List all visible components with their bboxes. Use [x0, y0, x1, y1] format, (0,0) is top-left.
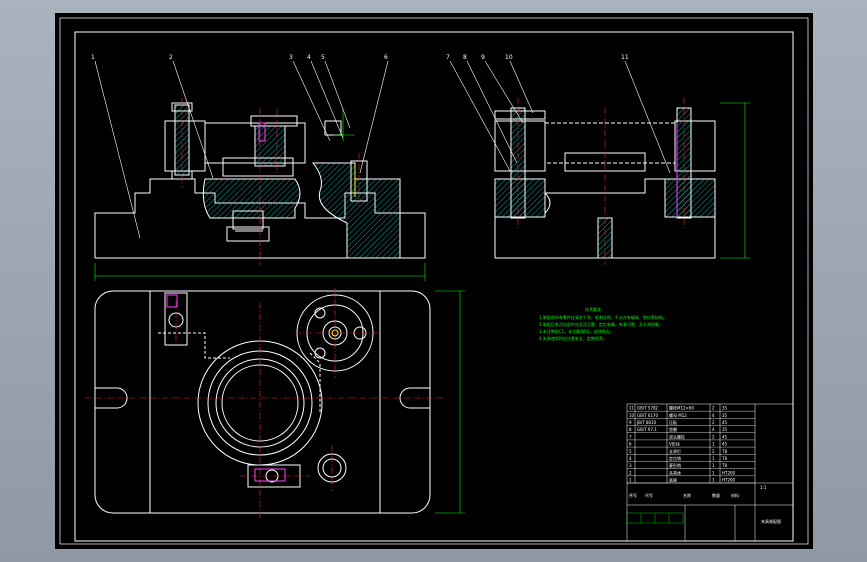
title-block-cell: 8 [629, 427, 632, 432]
title-block-cell: 9 [629, 420, 632, 425]
svg-text:7: 7 [446, 54, 450, 61]
sheet-inner-border [74, 31, 794, 542]
svg-text:10: 10 [505, 54, 513, 61]
top-view-accents [166, 294, 339, 482]
title-block-cell: 4 [712, 413, 715, 418]
title-block-cell: 2 [712, 420, 715, 425]
title-block-cell: 1 [712, 478, 715, 483]
leader-lines [94, 60, 671, 239]
cad-viewport[interactable]: 1 2 3 4 5 6 7 8 9 10 11 技术要求 1.装配前所有零件应清… [55, 13, 813, 549]
title-block-cell: 35 [722, 406, 728, 411]
svg-text:代号: 代号 [645, 492, 653, 498]
sheet-outer-border [59, 17, 809, 545]
title-block-cell: 1 [712, 470, 715, 475]
title-block-cell: 2 [712, 434, 715, 439]
title-block-cell: 45 [722, 442, 728, 447]
title-block-cell: 菱形销 [669, 462, 681, 468]
title-block-cell: 1 [629, 478, 632, 483]
title-block-cell: 压板 [669, 419, 677, 425]
svg-text:数量: 数量 [712, 492, 720, 498]
title-block-cell: 定位销 [669, 455, 681, 461]
title-block-cell: GB/T 6170 [637, 413, 659, 418]
title-block-cell: HT200 [722, 470, 736, 475]
title-block-cell: 垫圈 [669, 426, 677, 432]
title-block-cell: T8 [721, 449, 727, 454]
svg-text:3: 3 [289, 54, 293, 61]
technical-requirements: 技术要求 1.装配前所有零件应清洗干净，毛刺去除，不允许有磕碰、划伤等缺陷。 2… [539, 306, 667, 341]
title-block-cell: 45 [722, 434, 728, 439]
front-view-dimension [94, 109, 426, 281]
title-block-cell: 螺栓M12×60 [669, 405, 694, 411]
title-block-cell: GB/T 5782 [637, 406, 659, 411]
tech-req-title: 技术要求 [585, 306, 601, 312]
top-view-centerlines [85, 288, 445, 518]
side-view-dimension [720, 102, 750, 259]
svg-text:11: 11 [621, 54, 629, 61]
title-block-cell: 2 [629, 470, 632, 475]
side-view-centerlines [517, 98, 685, 265]
title-block-cell: 4 [629, 456, 632, 461]
title-block-cell: 2 [712, 406, 715, 411]
title-block-cell: 45 [722, 420, 728, 425]
title-block-cell: T8 [721, 463, 727, 468]
title-block-cell: 5 [629, 449, 632, 454]
title-block-cell: 夹具体 [669, 469, 681, 475]
top-view-dimension [435, 290, 465, 514]
svg-text:4.夹具使用时应注意安全，定期保养。: 4.夹具使用时应注意安全，定期保养。 [539, 335, 607, 341]
title-block-cell: 10 [629, 413, 635, 418]
title-block-row-lines [627, 410, 755, 484]
title-block-cell: HT200 [722, 478, 736, 483]
svg-text:8: 8 [463, 54, 467, 61]
front-view-pin [258, 122, 266, 142]
top-view [94, 290, 431, 514]
title-block-cell: JB/T 8010 [636, 420, 657, 425]
front-view [94, 102, 426, 259]
drawing-name: 夹具装配图 [761, 518, 781, 524]
svg-text:2: 2 [169, 54, 173, 61]
assembly-drawing: 1 2 3 4 5 6 7 8 9 10 11 技术要求 1.装配前所有零件应清… [59, 17, 809, 545]
title-block-cell: 11 [629, 406, 635, 411]
title-block-green-grid [626, 512, 684, 524]
svg-text:9: 9 [481, 54, 485, 61]
scale-label: 1:1 [760, 485, 767, 490]
title-block-cell: 6 [629, 442, 632, 447]
title-block-cell: 2 [712, 449, 715, 454]
title-block-cell: 4 [712, 427, 715, 432]
title-block-cell: 支承钉 [669, 448, 681, 454]
title-block-cell: T8 [721, 456, 727, 461]
title-block-cell: 底座 [669, 477, 677, 483]
title-block-cell: 35 [722, 427, 728, 432]
svg-text:5: 5 [321, 54, 325, 61]
svg-text:材料: 材料 [731, 492, 739, 498]
svg-text:6: 6 [384, 54, 388, 61]
svg-text:4: 4 [307, 54, 311, 61]
title-block-cell: 双头螺柱 [669, 433, 685, 439]
side-view [494, 107, 716, 259]
title-block-header: 序号 代号 名称 数量 材料 1:1 夹具装配图 [629, 485, 781, 524]
title-block-cell: 1 [712, 456, 715, 461]
title-block-cell: 1 [712, 442, 715, 447]
balloon-numbers: 1 2 3 4 5 6 7 8 9 10 11 [91, 54, 629, 61]
svg-text:3.未注倒角C1，未注圆角R2，去除锐边。: 3.未注倒角C1，未注圆角R2，去除锐边。 [539, 328, 613, 334]
svg-text:1: 1 [91, 54, 95, 61]
title-block-cell: V形块 [669, 441, 680, 447]
title-block-cell: 35 [722, 413, 728, 418]
title-block-cell: 3 [629, 463, 632, 468]
svg-text:名称: 名称 [683, 492, 691, 498]
title-block-cell: 1 [712, 463, 715, 468]
svg-text:序号: 序号 [629, 492, 637, 498]
svg-text:1.装配前所有零件应清洗干净，毛刺去除，不允许有磕碰、划伤等: 1.装配前所有零件应清洗干净，毛刺去除，不允许有磕碰、划伤等缺陷。 [539, 314, 667, 320]
title-block-cell: 螺母 M12 [669, 412, 687, 418]
title-block-cell: 7 [629, 434, 632, 439]
title-block-cell: GB/T 97.1 [637, 427, 657, 432]
svg-text:2.装配后各活动部件应灵活可靠，定位准确，夹紧可靠，无卡滞现: 2.装配后各活动部件应灵活可靠，定位准确，夹紧可靠，无卡滞现象。 [539, 321, 663, 327]
front-view-centerlines [181, 98, 360, 265]
